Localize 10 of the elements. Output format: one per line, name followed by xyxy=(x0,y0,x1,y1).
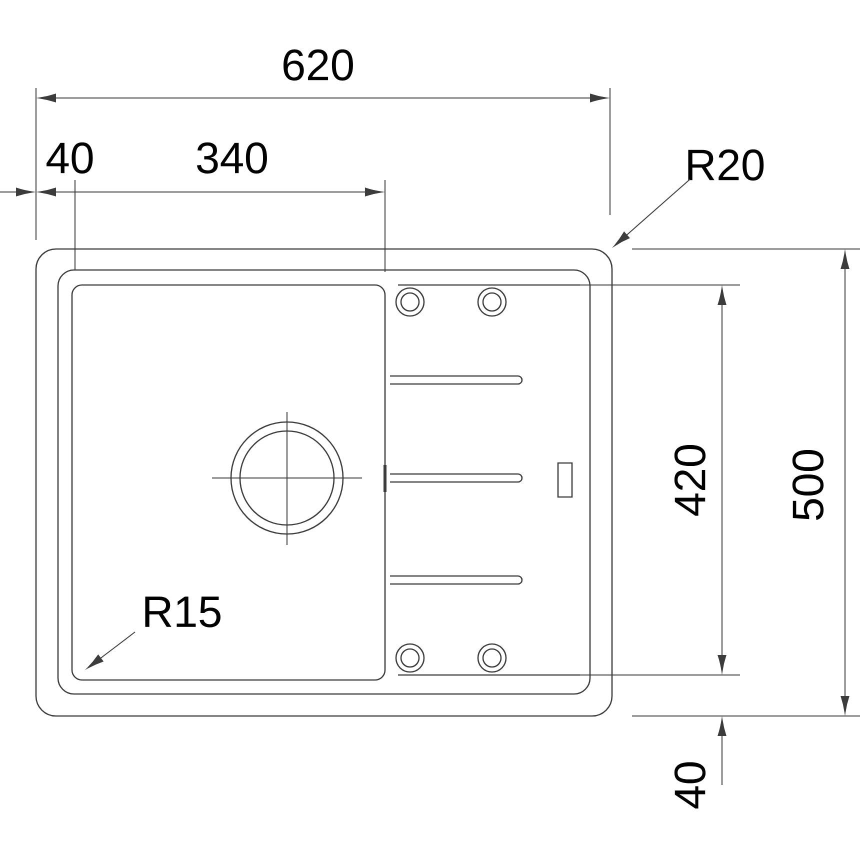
dimension-text: 40 xyxy=(674,762,706,808)
leader-line xyxy=(87,632,136,668)
dimension-text: 40 xyxy=(46,142,93,174)
radius-label: R20 xyxy=(688,149,764,181)
dimension-text: 500 xyxy=(792,450,824,520)
leader-line xyxy=(614,178,690,246)
dimension-text: 620 xyxy=(284,49,353,81)
dimension-text: 420 xyxy=(674,445,706,516)
radius-label: R15 xyxy=(145,596,220,628)
dimension-text: 340 xyxy=(196,142,267,174)
